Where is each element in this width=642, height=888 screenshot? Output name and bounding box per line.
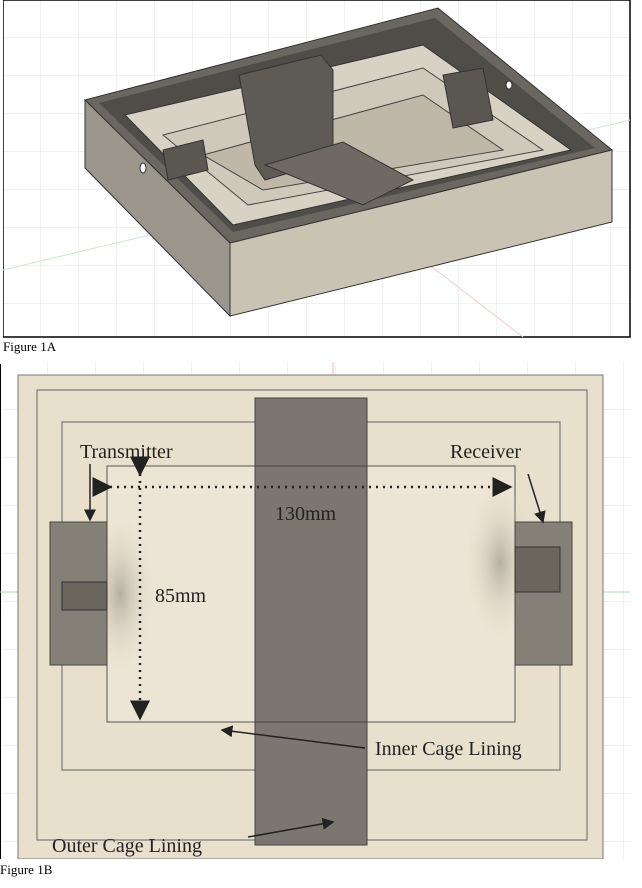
figure-1a-caption: Figure 1A <box>3 339 57 354</box>
label-receiver: Receiver <box>450 441 521 463</box>
label-inner-cage: Inner Cage Lining <box>375 738 522 760</box>
label-width: 130mm <box>275 503 337 525</box>
label-outer-cage: Outer Cage Lining <box>52 835 202 857</box>
label-height: 85mm <box>155 585 207 607</box>
figure-1b-diagram: Transmitter Receiver 130mm 85mm Inner Ca… <box>0 362 630 859</box>
figure-1a-render <box>3 0 631 338</box>
center-divider <box>254 397 368 846</box>
label-transmitter: Transmitter <box>80 441 173 463</box>
figure-1b-caption: Figure 1B <box>0 862 53 877</box>
receiver-block <box>514 521 573 666</box>
